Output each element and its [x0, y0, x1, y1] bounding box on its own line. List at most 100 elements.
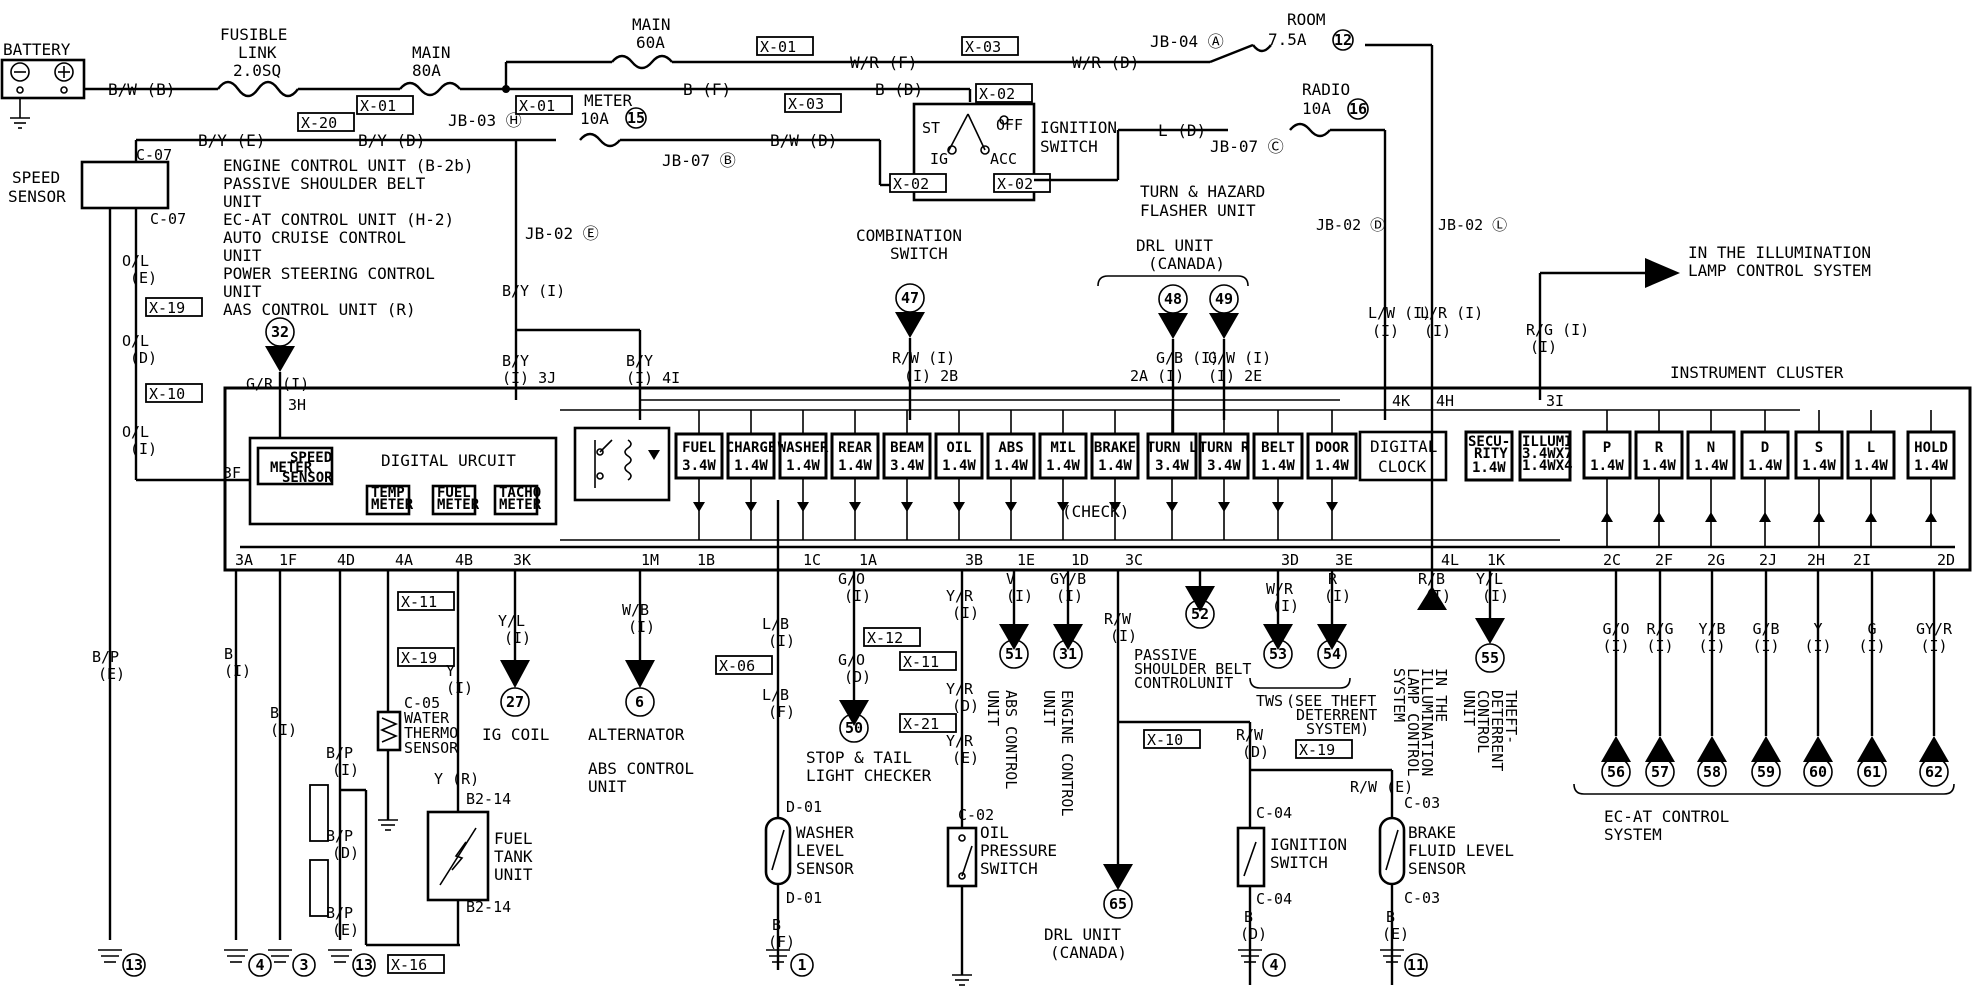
pin-label: 2G	[1707, 551, 1725, 569]
wire-label: (I) 4I	[626, 369, 680, 387]
svg-text:FLASHER UNIT: FLASHER UNIT	[1140, 201, 1256, 220]
room-fuse: ROOM 7.5A 12	[1252, 10, 1354, 53]
svg-text:3.4W: 3.4W	[890, 458, 924, 474]
pin-label: 1E	[1017, 551, 1035, 569]
washer-level-sensor: WASHER LEVEL SENSOR	[764, 816, 854, 886]
svg-text:C-07: C-07	[150, 210, 186, 228]
svg-text:(SEE THEFT: (SEE THEFT	[1286, 692, 1376, 710]
svg-text:(I): (I)	[1804, 637, 1831, 655]
svg-text:ILLUMINATION: ILLUMINATION	[1418, 668, 1436, 776]
pin-label: 2D	[1937, 551, 1955, 569]
wire-label: (D)	[1242, 743, 1269, 761]
svg-text:12: 12	[1334, 31, 1352, 49]
wire-label: G/B (I)	[1156, 349, 1219, 367]
ground-symbol: 11	[1380, 949, 1428, 977]
svg-text:7.5A: 7.5A	[1268, 30, 1307, 49]
wire-label: (I)	[1424, 322, 1451, 340]
wire-label: B/Y (I)	[502, 282, 565, 300]
junction-label: JB-02 Ⓔ	[525, 224, 599, 243]
brake-fluid-sensor: BRAKE FLUID LEVEL SENSOR	[1378, 816, 1514, 886]
svg-text:X-01: X-01	[760, 38, 796, 56]
svg-text:47: 47	[901, 289, 919, 307]
ground-symbol: 13	[98, 949, 146, 977]
svg-text:METER: METER	[499, 497, 542, 513]
svg-text:1.4W: 1.4W	[1748, 458, 1782, 474]
wire-label: B/W (D)	[770, 131, 837, 150]
svg-text:CHARGE: CHARGE	[726, 440, 777, 456]
svg-text:TACHO: TACHO	[499, 485, 541, 501]
wire-label: (E)	[1382, 925, 1409, 943]
svg-text:UNIT: UNIT	[1460, 690, 1478, 726]
passive-belt: 52 PASSIVE SHOULDER BELT CONTROLUNIT	[1134, 586, 1251, 692]
svg-text:RADIO: RADIO	[1302, 80, 1350, 99]
svg-text:ROOM: ROOM	[1287, 10, 1326, 29]
wire-label: R/W (I)	[892, 349, 955, 367]
svg-text:4H: 4H	[1436, 392, 1454, 410]
digital-circuit: DIGITAL URCUIT SPEED METER SENSOR TEMP M…	[248, 436, 558, 526]
svg-text:62: 62	[1925, 763, 1943, 781]
svg-text:LAMP CONTROL SYSTEM: LAMP CONTROL SYSTEM	[1688, 261, 1871, 280]
svg-text:TURN & HAZARD: TURN & HAZARD	[1140, 182, 1265, 201]
ref-55: 55	[1475, 618, 1505, 673]
svg-text:BRAKE: BRAKE	[1094, 440, 1136, 456]
wire-label: B/Y	[626, 352, 653, 370]
svg-text:(I): (I)	[1920, 637, 1947, 655]
wire-label: R/B	[1418, 570, 1445, 588]
svg-text:53: 53	[1269, 645, 1287, 663]
wire-label: W/R	[1266, 580, 1294, 598]
svg-text:FUEL: FUEL	[437, 485, 471, 501]
svg-text:13: 13	[355, 956, 373, 974]
ec-at-refs: G/O(I)56R/G(I)57Y/B(I)58G/B(I)59Y(I)60G(…	[1601, 570, 1953, 787]
abs-control-vertical: ABS CONTROL UNIT	[984, 690, 1020, 789]
svg-text:TWS: TWS	[1256, 692, 1283, 710]
pins-top: 3H 3F 4K 4H 3I	[223, 392, 1564, 482]
connector-id: C-04	[1256, 890, 1292, 908]
svg-text:G/B: G/B	[1752, 620, 1779, 638]
lamp-turn-l: TURN L3.4W	[1146, 410, 1198, 540]
pin-label: 4A	[395, 551, 413, 569]
main-60a-fuse: MAIN 60A	[611, 15, 673, 70]
illum-lamp-vertical: IN THE ILLUMINATION LAMP CONTROL SYSTEM	[1390, 668, 1450, 776]
svg-text:BEAM: BEAM	[890, 440, 924, 456]
wire-label: B	[224, 645, 233, 663]
wire-label: W/R (D)	[1072, 53, 1139, 72]
svg-text:49: 49	[1215, 290, 1233, 308]
svg-text:1.4W: 1.4W	[1802, 458, 1836, 474]
connector-x19-c: X-19	[1295, 739, 1353, 759]
svg-text:WATER: WATER	[404, 709, 450, 727]
wire-label: Y/R	[946, 587, 974, 605]
svg-text:1.4W: 1.4W	[1046, 458, 1080, 474]
pin-label: 2C	[1603, 551, 1621, 569]
svg-text:STOP & TAIL: STOP & TAIL	[806, 748, 912, 767]
svg-text:1.4W: 1.4W	[994, 458, 1028, 474]
pin-label: 4D	[337, 551, 355, 569]
svg-text:13: 13	[125, 956, 143, 974]
svg-text:C-05: C-05	[404, 694, 440, 712]
svg-text:TEMP: TEMP	[371, 485, 405, 501]
svg-text:BATTERY: BATTERY	[3, 40, 71, 59]
wire-label: O/L	[122, 423, 149, 441]
wire-label: (I)	[1530, 338, 1557, 356]
turn-hazard-flasher: TURN & HAZARD FLASHER UNIT	[1140, 182, 1265, 220]
svg-text:L: L	[1867, 440, 1875, 456]
wire-label: W/B	[622, 601, 649, 619]
pin-label: 2H	[1807, 551, 1825, 569]
ignition-switch-top: ST OFF IG ACC IGNITION SWITCH	[912, 102, 1117, 202]
connector-x12: X-12	[863, 627, 921, 647]
wire-label: B/Y	[502, 352, 529, 370]
pin-label: 3C	[1125, 551, 1143, 569]
svg-text:IGNITION: IGNITION	[1040, 118, 1117, 137]
svg-text:TURN L: TURN L	[1147, 440, 1198, 456]
svg-text:LAMP CONTROL: LAMP CONTROL	[1404, 668, 1422, 776]
lamp-beam: BEAM 3.4W	[882, 410, 932, 540]
svg-text:FLUID LEVEL: FLUID LEVEL	[1408, 841, 1514, 860]
svg-text:X-02: X-02	[893, 175, 929, 193]
svg-text:IG: IG	[930, 150, 948, 168]
battery: BATTERY	[0, 40, 86, 129]
wire-label: O/L	[122, 332, 149, 350]
pin-label: 3B	[965, 551, 983, 569]
svg-text:X-03: X-03	[788, 95, 824, 113]
pin-label: 1K	[1487, 551, 1505, 569]
